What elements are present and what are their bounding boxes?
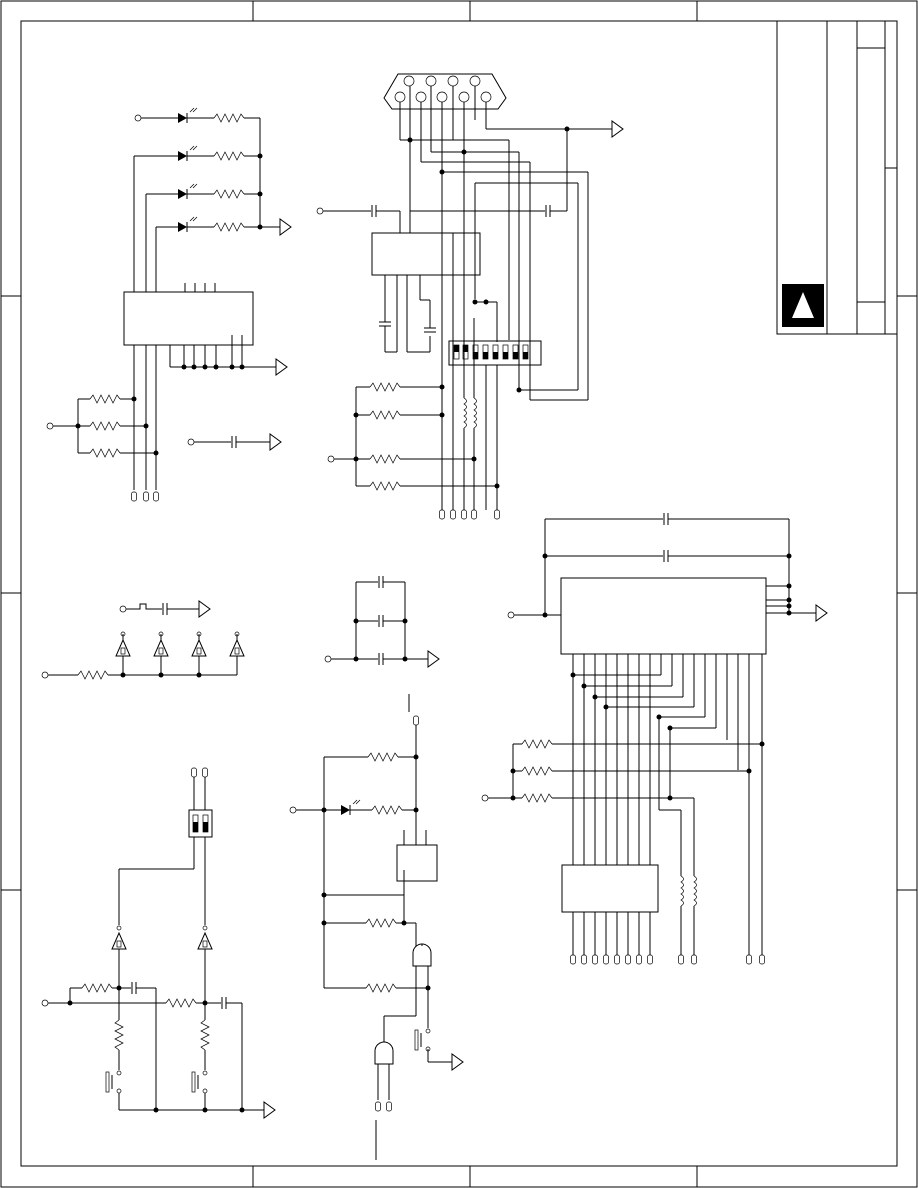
reset-logic-block bbox=[289, 694, 464, 1160]
dip-switch-icon bbox=[188, 809, 213, 838]
pushbutton-icon bbox=[191, 1070, 208, 1094]
title-block bbox=[776, 20, 898, 335]
peripheral-ic bbox=[561, 864, 659, 913]
microcontroller-ic bbox=[560, 577, 767, 655]
dsub9-connector-icon bbox=[383, 73, 507, 110]
dip-switch-icon bbox=[448, 340, 542, 366]
serial-interface-block bbox=[316, 73, 624, 520]
pushbutton-icon bbox=[105, 1070, 122, 1094]
line-driver-ic bbox=[371, 232, 481, 276]
led-indicator-block bbox=[46, 107, 292, 502]
decoupling-capacitor-bank bbox=[324, 575, 440, 668]
warning-triangle-icon bbox=[792, 292, 814, 318]
and-gate-icon bbox=[374, 1041, 394, 1065]
and-gate-icon bbox=[412, 943, 432, 967]
pushbutton-input-block bbox=[41, 767, 276, 1119]
microcontroller-block bbox=[481, 512, 828, 965]
pushbutton-icon bbox=[414, 1028, 431, 1052]
buffer-array-block bbox=[41, 600, 245, 680]
led-driver-ic bbox=[123, 291, 254, 346]
reset-supervisor-ic bbox=[396, 844, 438, 882]
